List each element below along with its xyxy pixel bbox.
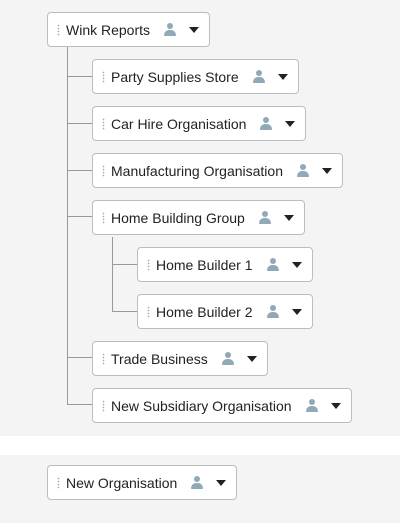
drag-handle-icon[interactable] bbox=[102, 352, 105, 365]
org-tree-panel: Wink Reports Party Supplies Store Car Hi… bbox=[0, 0, 400, 436]
tree-connector bbox=[67, 216, 92, 217]
user-icon[interactable] bbox=[260, 117, 273, 130]
caret-down-icon[interactable] bbox=[291, 261, 302, 268]
drag-handle-icon[interactable] bbox=[102, 399, 105, 412]
org-node-label: New Organisation bbox=[66, 474, 178, 491]
drag-handle-icon[interactable] bbox=[147, 305, 150, 318]
org-node-label: Party Supplies Store bbox=[111, 68, 239, 85]
caret-down-icon[interactable] bbox=[283, 214, 294, 221]
caret-down-icon[interactable] bbox=[322, 167, 332, 174]
user-icon[interactable] bbox=[305, 399, 318, 412]
tree-connector bbox=[67, 123, 92, 124]
org-node-label: Car Hire Organisation bbox=[111, 115, 247, 132]
drag-handle-icon[interactable] bbox=[102, 70, 105, 83]
org-node-car-hire-organisation[interactable]: Car Hire Organisation bbox=[92, 106, 307, 141]
drag-handle-icon[interactable] bbox=[147, 258, 150, 271]
org-node-label: Trade Business bbox=[111, 350, 208, 367]
caret-down-icon[interactable] bbox=[277, 73, 288, 80]
user-icon[interactable] bbox=[297, 164, 309, 177]
org-node-home-building-group[interactable]: Home Building Group bbox=[92, 200, 305, 235]
drag-handle-icon[interactable] bbox=[57, 476, 60, 489]
tree-connector bbox=[112, 264, 137, 265]
drag-handle-icon[interactable] bbox=[102, 211, 105, 224]
org-node-home-builder-2[interactable]: Home Builder 2 bbox=[137, 294, 313, 329]
org-node-new-subsidiary-organisation[interactable]: New Subsidiary Organisation bbox=[92, 388, 352, 423]
tree-connector-branch bbox=[112, 237, 113, 311]
user-icon[interactable] bbox=[221, 352, 234, 365]
org-node-wink-reports[interactable]: Wink Reports bbox=[47, 12, 211, 47]
org-node-label: Home Building Group bbox=[111, 209, 245, 226]
user-icon[interactable] bbox=[164, 23, 177, 36]
drag-handle-icon[interactable] bbox=[57, 23, 60, 36]
tree-connector bbox=[67, 357, 92, 358]
tree-connector bbox=[67, 404, 92, 405]
org-node-new-organisation[interactable]: New Organisation bbox=[47, 465, 238, 500]
user-icon[interactable] bbox=[258, 211, 271, 224]
caret-down-icon[interactable] bbox=[246, 355, 257, 362]
standalone-org-panel: New Organisation bbox=[0, 455, 400, 523]
tree-connector-trunk bbox=[67, 47, 68, 404]
org-node-home-builder-1[interactable]: Home Builder 1 bbox=[137, 247, 313, 282]
drag-handle-icon[interactable] bbox=[102, 164, 105, 177]
user-icon[interactable] bbox=[266, 258, 279, 271]
caret-down-icon[interactable] bbox=[216, 479, 227, 486]
user-icon[interactable] bbox=[191, 476, 204, 489]
org-node-label: Home Builder 2 bbox=[156, 303, 253, 320]
tree-connector bbox=[112, 311, 137, 312]
user-icon[interactable] bbox=[266, 305, 279, 318]
org-node-party-supplies-store[interactable]: Party Supplies Store bbox=[92, 59, 299, 94]
org-node-label: Wink Reports bbox=[66, 21, 151, 38]
caret-down-icon[interactable] bbox=[291, 308, 302, 315]
org-node-label: Home Builder 1 bbox=[156, 256, 253, 273]
org-node-manufacturing-organisation[interactable]: Manufacturing Organisation bbox=[92, 153, 343, 188]
org-node-label: Manufacturing Organisation bbox=[111, 162, 283, 179]
caret-down-icon[interactable] bbox=[285, 120, 296, 127]
tree-connector bbox=[67, 76, 92, 77]
tree-connector bbox=[67, 170, 92, 171]
org-node-label: New Subsidiary Organisation bbox=[111, 397, 292, 414]
org-node-trade-business[interactable]: Trade Business bbox=[92, 341, 268, 376]
caret-down-icon[interactable] bbox=[330, 402, 341, 409]
caret-down-icon[interactable] bbox=[189, 26, 200, 33]
drag-handle-icon[interactable] bbox=[102, 117, 105, 130]
user-icon[interactable] bbox=[252, 70, 265, 83]
